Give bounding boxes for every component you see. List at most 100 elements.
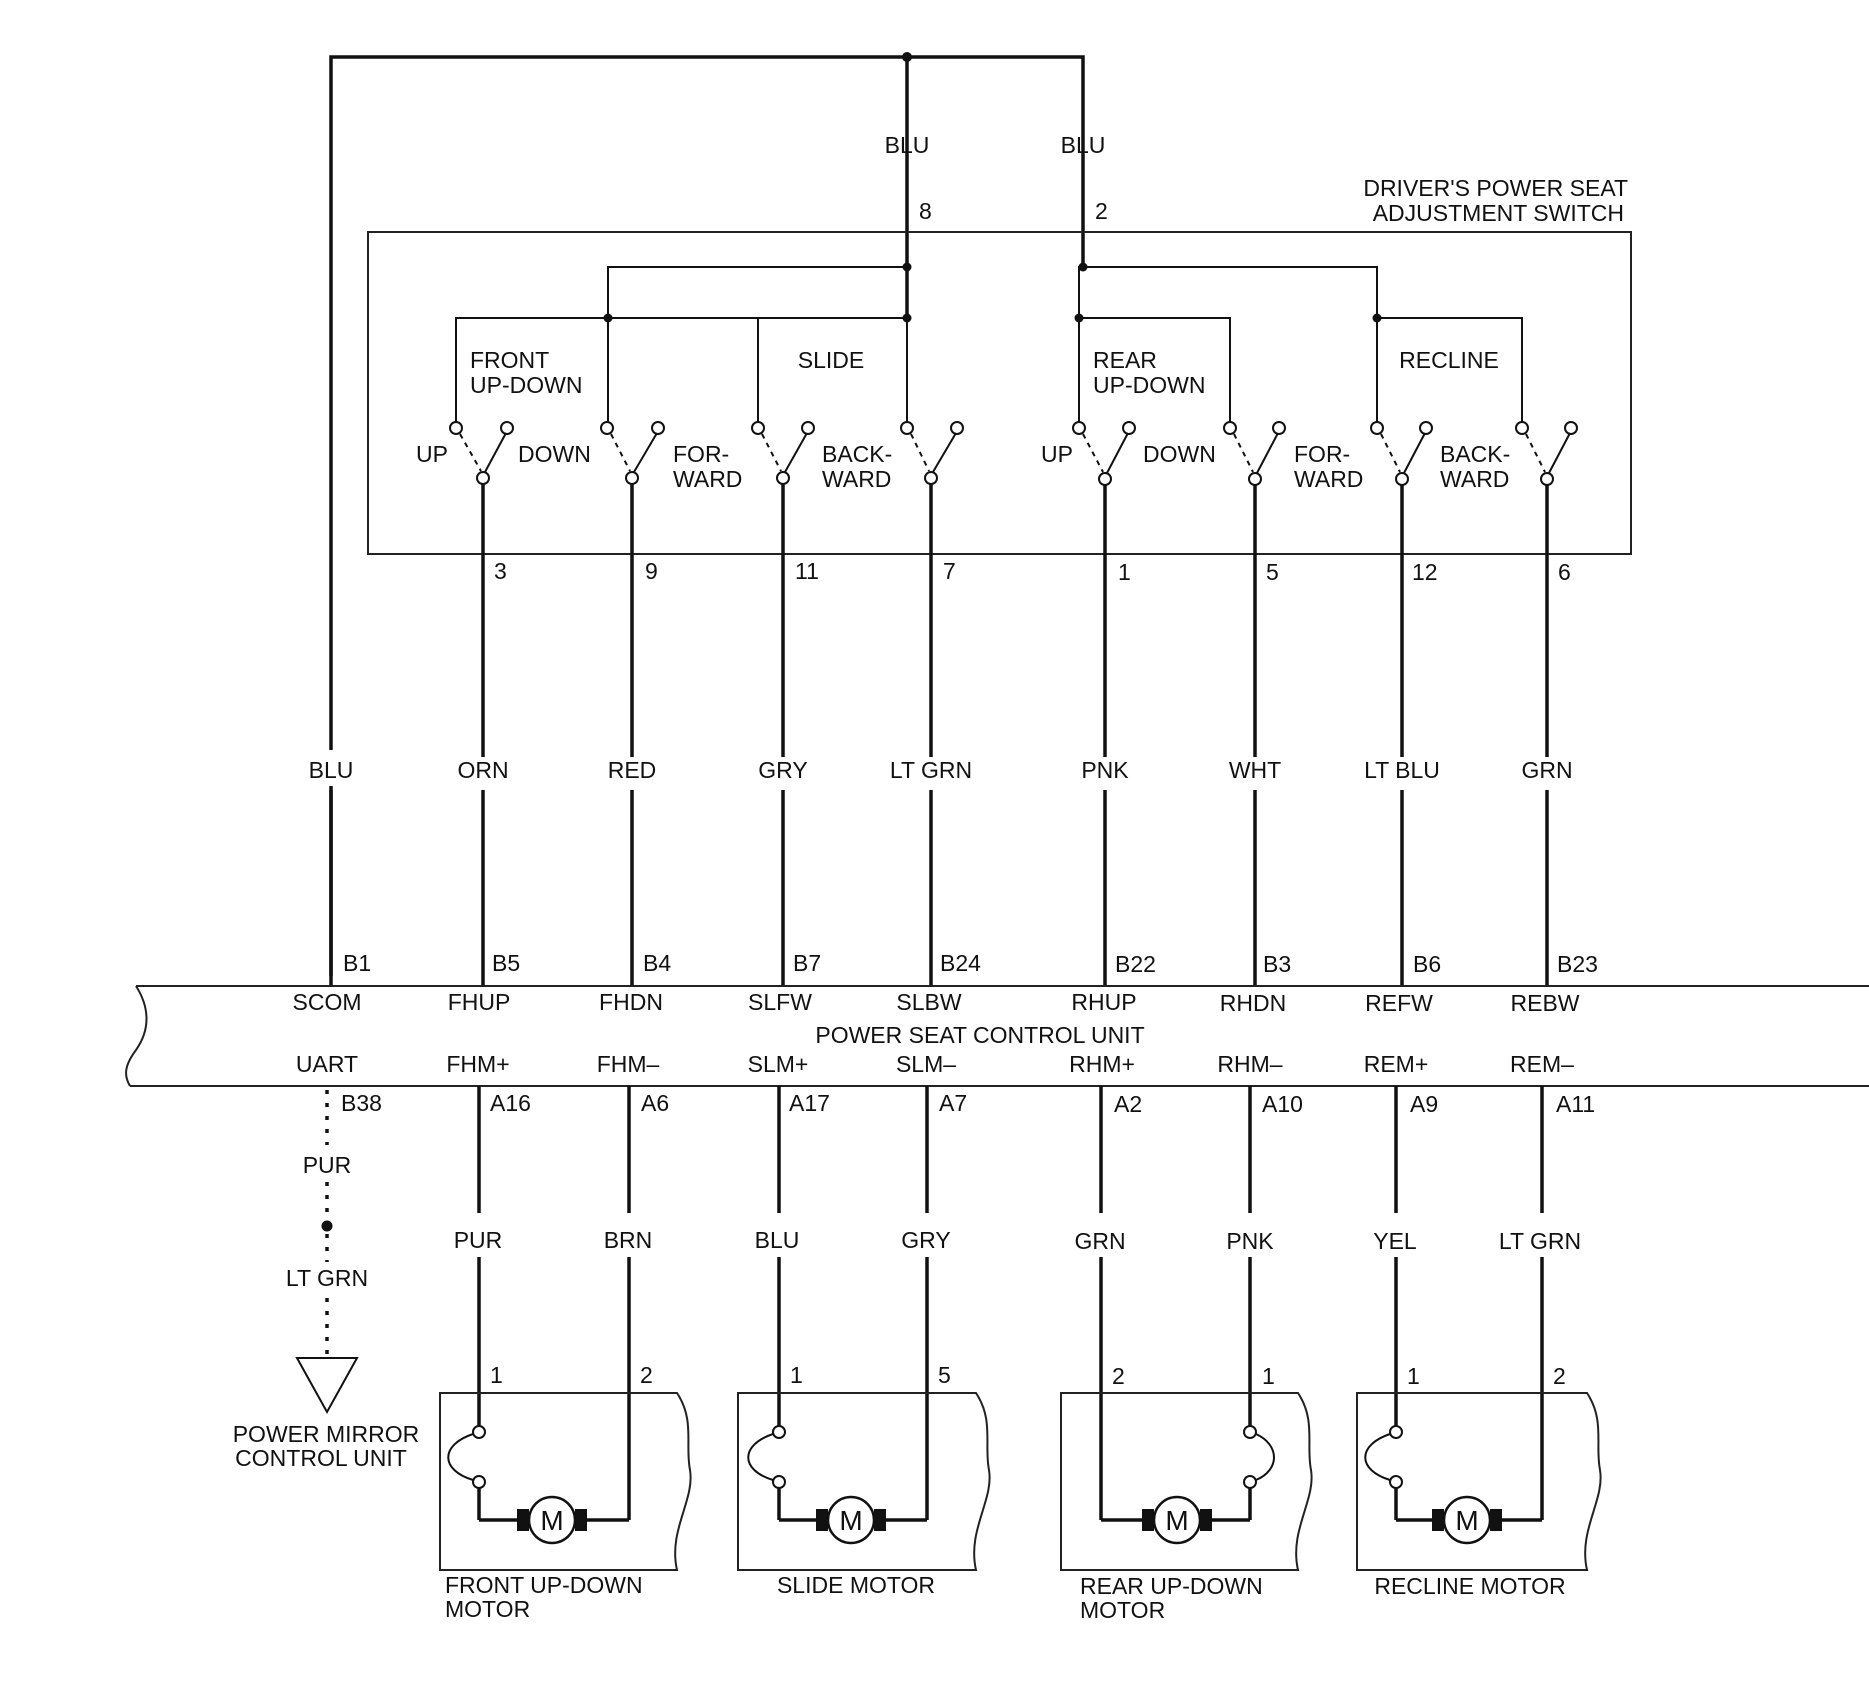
lower-wire-color-1: PUR	[454, 1227, 503, 1253]
cu-top-pin-5: B24	[940, 950, 981, 976]
cu-bottom-signal-6: RHM+	[1069, 1051, 1135, 1077]
switch-output-pin-7: 12	[1412, 559, 1438, 585]
slide-motor-label: SLIDE MOTOR	[777, 1572, 935, 1598]
upper-wire-color-5: LT GRN	[890, 757, 972, 783]
switch-box	[367, 231, 1632, 555]
cu-bottom-pin-1: B38	[341, 1090, 382, 1116]
front-updown-motor-label-line1: FRONT UP-DOWN	[445, 1572, 643, 1598]
upper-wire-color-1: BLU	[309, 757, 354, 783]
mirror-wire-color-2: LT GRN	[286, 1265, 368, 1291]
contact-label-4-line2: WARD	[822, 466, 891, 492]
cu-top-pin-2: B5	[492, 950, 520, 976]
cu-bottom-pin-9: A11	[1556, 1091, 1595, 1117]
contact-label-6: DOWN	[1143, 441, 1216, 467]
switch-output-pin-4: 7	[943, 558, 956, 584]
rear-updown-motor-symbol: M	[1165, 1505, 1188, 1536]
recline-motor-pin-2: 2	[1553, 1363, 1566, 1389]
switch-output-pin-5: 1	[1118, 559, 1131, 585]
recline-motor-symbol: M	[1455, 1505, 1478, 1536]
switch-title-line1: DRIVER'S POWER SEAT	[1363, 175, 1628, 201]
cu-bottom-signal-9: REM–	[1510, 1051, 1574, 1077]
cu-top-signal-7: RHDN	[1220, 990, 1286, 1016]
lower-wire-color-5: GRN	[1074, 1228, 1125, 1254]
contact-label-7-line1: FOR-	[1294, 441, 1350, 467]
lower-wire-color-8: LT GRN	[1499, 1228, 1581, 1254]
lower-wire-color-3: BLU	[755, 1227, 800, 1253]
supply-wires	[329, 52, 1085, 976]
slide-motor-symbol: M	[839, 1505, 862, 1536]
contact-label-3-line2: WARD	[673, 466, 742, 492]
upper-wire-color-6: PNK	[1081, 757, 1129, 783]
switch-group-front-updown-line1: FRONT	[470, 347, 549, 373]
cu-bottom-signal-4: SLM+	[748, 1051, 809, 1077]
control-unit-name: POWER SEAT CONTROL UNIT	[815, 1022, 1144, 1048]
lower-wire-color-6: PNK	[1226, 1228, 1274, 1254]
switch-output-pin-8: 6	[1558, 559, 1571, 585]
cu-top-signal-9: REBW	[1511, 990, 1580, 1016]
switch-busbars	[455, 262, 1523, 427]
front-updown-motor-label-line2: MOTOR	[445, 1596, 530, 1622]
rear-updown-motor-label-line1: REAR UP-DOWN	[1080, 1573, 1263, 1599]
switch-title-line2: ADJUSTMENT SWITCH	[1373, 200, 1624, 226]
cu-bottom-pin-5: A7	[939, 1090, 967, 1116]
feed-pin-right: 2	[1095, 198, 1108, 224]
upper-wire-color-4: GRY	[758, 757, 807, 783]
lower-wire-color-7: YEL	[1373, 1228, 1417, 1254]
cu-bottom-signal-1: UART	[296, 1051, 358, 1077]
contact-label-2: DOWN	[518, 441, 591, 467]
mirror-link	[295, 1090, 359, 1415]
upper-wire-color-3: RED	[608, 757, 657, 783]
upper-wire-color-8: LT BLU	[1364, 757, 1440, 783]
rear-updown-motor-pin-2: 1	[1262, 1363, 1275, 1389]
cu-top-pin-3: B4	[643, 950, 671, 976]
lower-wire-color-2: BRN	[604, 1227, 653, 1253]
switch-group-front-updown-line2: UP-DOWN	[470, 372, 582, 398]
cu-top-pin-8: B6	[1413, 951, 1441, 977]
upper-wire-color-7: WHT	[1229, 757, 1281, 783]
rear-updown-motor-label-line2: MOTOR	[1080, 1597, 1165, 1623]
switch-output-pin-6: 5	[1266, 559, 1279, 585]
mirror-ground-triangle	[295, 1357, 359, 1415]
cu-bottom-pin-7: A10	[1262, 1091, 1303, 1117]
cu-bottom-signal-3: FHM–	[597, 1051, 660, 1077]
switch-group-rear-updown-line2: UP-DOWN	[1093, 372, 1205, 398]
cu-top-signal-4: SLFW	[748, 989, 812, 1015]
rear-updown-motor-pin-1: 2	[1112, 1363, 1125, 1389]
switch-output-pin-3: 11	[795, 558, 819, 584]
mirror-unit-label-line2: CONTROL UNIT	[235, 1445, 407, 1471]
cu-top-pin-1: B1	[343, 950, 371, 976]
cu-bottom-pin-6: A2	[1114, 1091, 1142, 1117]
slide-motor	[737, 1392, 991, 1571]
lower-wire-color-4: GRY	[901, 1227, 950, 1253]
lower-wires	[477, 1086, 1544, 1520]
mirror-wire-color-1: PUR	[303, 1152, 352, 1178]
contact-label-3-line1: FOR-	[673, 441, 729, 467]
rear-updown-motor	[1060, 1392, 1313, 1571]
recline-motor	[1356, 1392, 1602, 1571]
cu-bottom-pin-8: A9	[1410, 1091, 1438, 1117]
switch-group-rear-updown-line1: REAR	[1093, 347, 1157, 373]
front-updown-motor-pin-1: 1	[490, 1362, 503, 1388]
cu-top-signal-3: FHDN	[599, 989, 663, 1015]
upper-wires	[329, 484, 1549, 986]
switch-contacts	[449, 421, 1578, 486]
feed-wire-color-right: BLU	[1061, 132, 1106, 158]
upper-wire-color-2: ORN	[457, 757, 508, 783]
cu-top-signal-1: SCOM	[293, 989, 362, 1015]
control-unit-outline	[125, 985, 1869, 1087]
switch-output-pin-1: 3	[494, 558, 507, 584]
switch-group-slide: SLIDE	[798, 347, 864, 373]
cu-top-signal-5: SLBW	[896, 989, 961, 1015]
contact-label-4-line1: BACK-	[822, 441, 892, 467]
cu-top-pin-7: B3	[1263, 951, 1291, 977]
cu-top-signal-6: RHUP	[1071, 989, 1136, 1015]
contact-label-8-line2: WARD	[1440, 466, 1509, 492]
switch-group-recline: RECLINE	[1399, 347, 1499, 373]
upper-wire-color-9: GRN	[1521, 757, 1572, 783]
cu-top-pin-9: B23	[1557, 951, 1598, 977]
cu-top-signal-8: REFW	[1365, 990, 1433, 1016]
contact-label-5: UP	[1041, 441, 1073, 467]
contact-label-1: UP	[416, 441, 448, 467]
front-updown-motor-symbol: M	[540, 1505, 563, 1536]
